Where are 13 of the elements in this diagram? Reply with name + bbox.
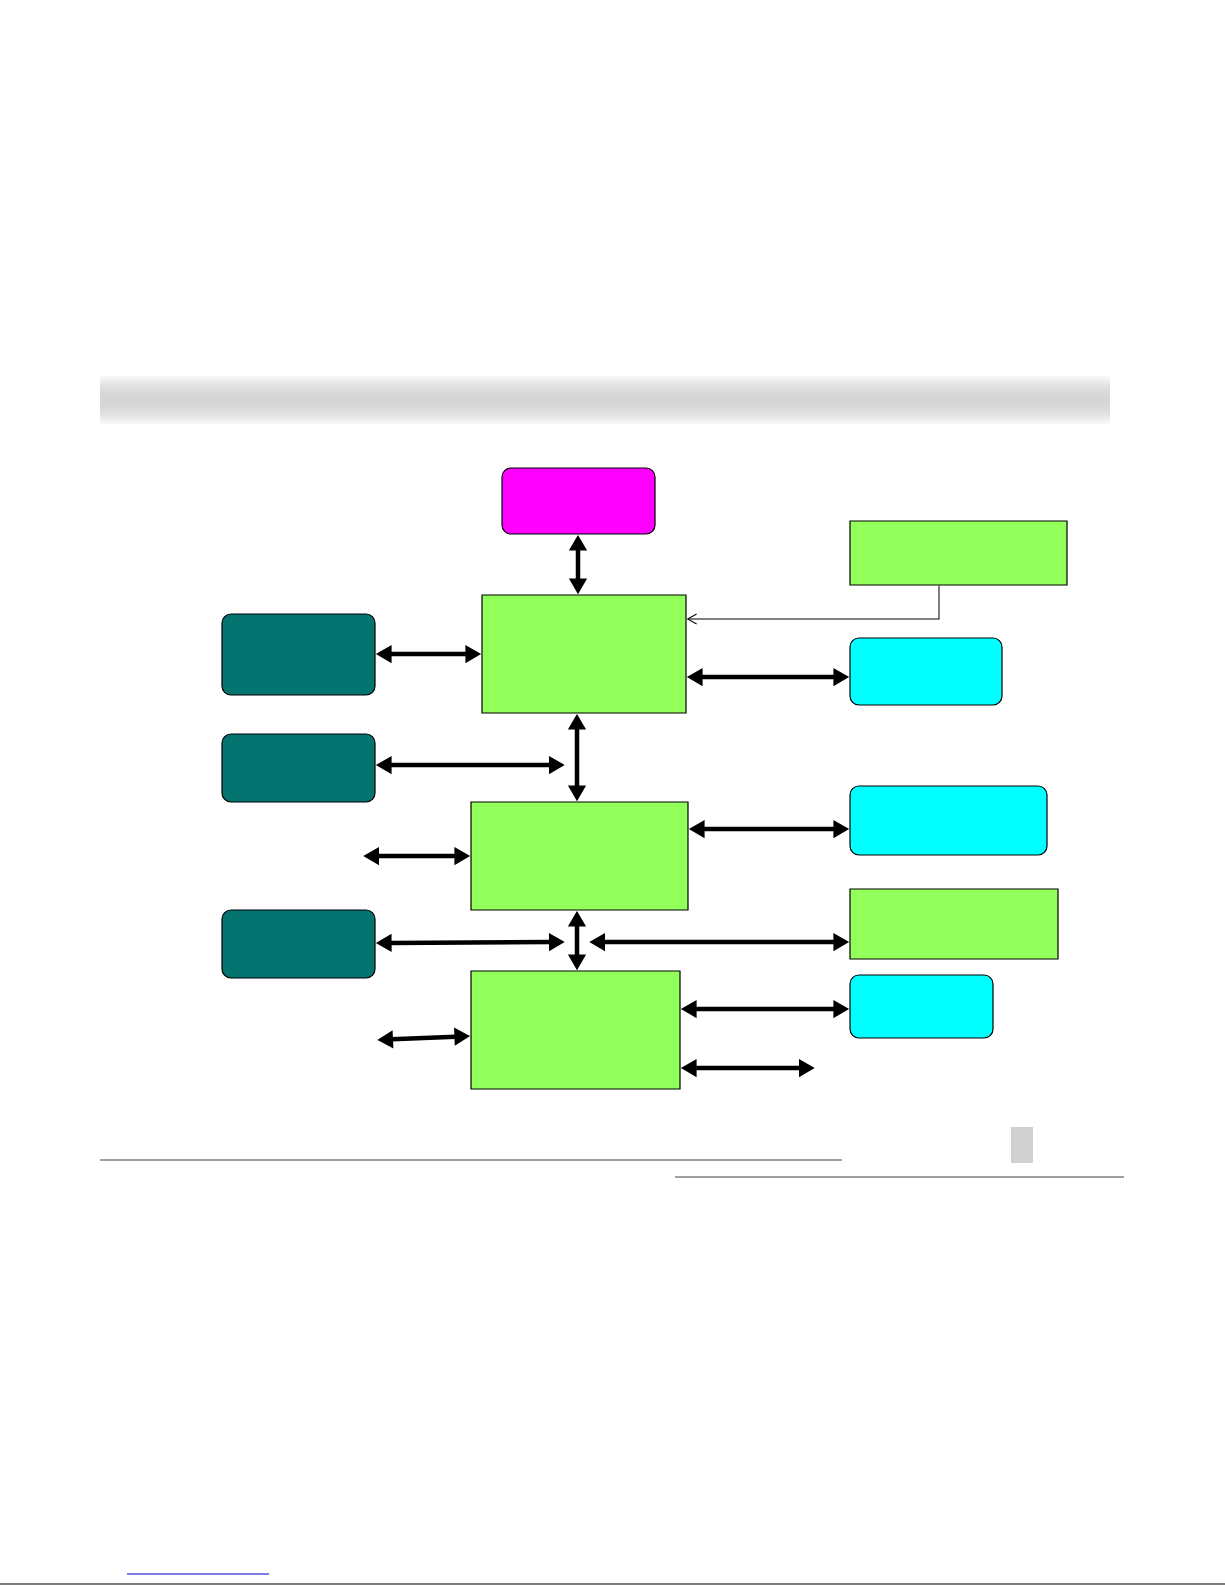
rounded-box — [221, 909, 376, 979]
rounded-box — [849, 785, 1048, 856]
box — [849, 520, 1068, 586]
box — [470, 801, 689, 911]
rounded-box — [501, 467, 656, 535]
rounded-box — [221, 613, 376, 696]
arrow — [687, 585, 940, 625]
rounded-box — [849, 637, 1003, 706]
box — [849, 888, 1059, 960]
rounded-box — [221, 733, 376, 803]
box — [470, 970, 681, 1090]
box — [481, 594, 687, 714]
rounded-box — [849, 974, 994, 1039]
